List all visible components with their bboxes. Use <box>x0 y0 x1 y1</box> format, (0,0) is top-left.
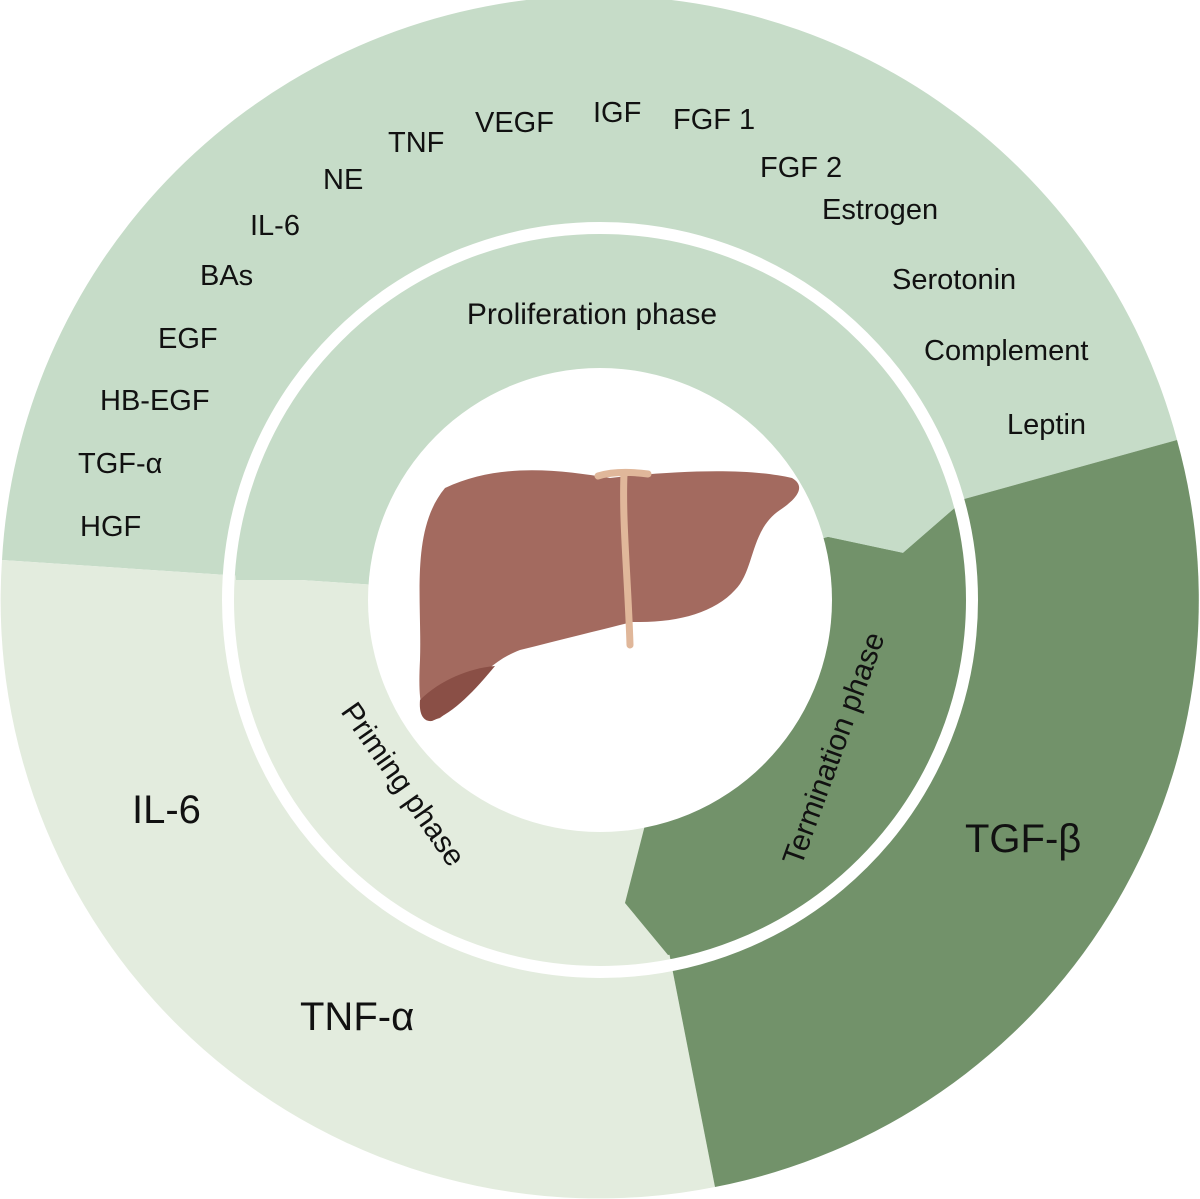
factor-label: Serotonin <box>892 264 1016 296</box>
factor-label: IGF <box>593 97 641 129</box>
factor-label: TNF <box>388 127 444 159</box>
factor-label: HGF <box>80 511 141 543</box>
factor-label: EGF <box>158 323 218 355</box>
factor-label: IL-6 <box>132 788 201 832</box>
priming-factor-list: IL-6 TNF-α <box>132 788 414 1039</box>
factor-label: TGF-α <box>78 448 162 480</box>
factor-label: BAs <box>200 260 253 292</box>
factor-label: NE <box>323 164 363 196</box>
factor-label: Estrogen <box>822 194 938 226</box>
factor-label: IL-6 <box>250 210 300 242</box>
factor-label: FGF 2 <box>760 152 842 184</box>
factor-label: TNF-α <box>300 995 414 1039</box>
proliferation-phase-label: Proliferation phase <box>467 298 717 331</box>
factor-label: Complement <box>924 335 1088 367</box>
separator-ring <box>222 222 978 978</box>
liver-icon <box>419 468 800 722</box>
factor-label: TGF-β <box>965 817 1081 861</box>
factor-label: HB-EGF <box>100 385 210 417</box>
termination-factor-list: TGF-β <box>965 817 1081 861</box>
proliferation-factor-list: HGF TGF-α HB-EGF EGF BAs IL-6 NE TNF VEG… <box>78 97 1088 543</box>
factor-label: VEGF <box>475 107 554 139</box>
factor-label: Leptin <box>1007 409 1086 441</box>
factor-label: FGF 1 <box>673 104 755 136</box>
